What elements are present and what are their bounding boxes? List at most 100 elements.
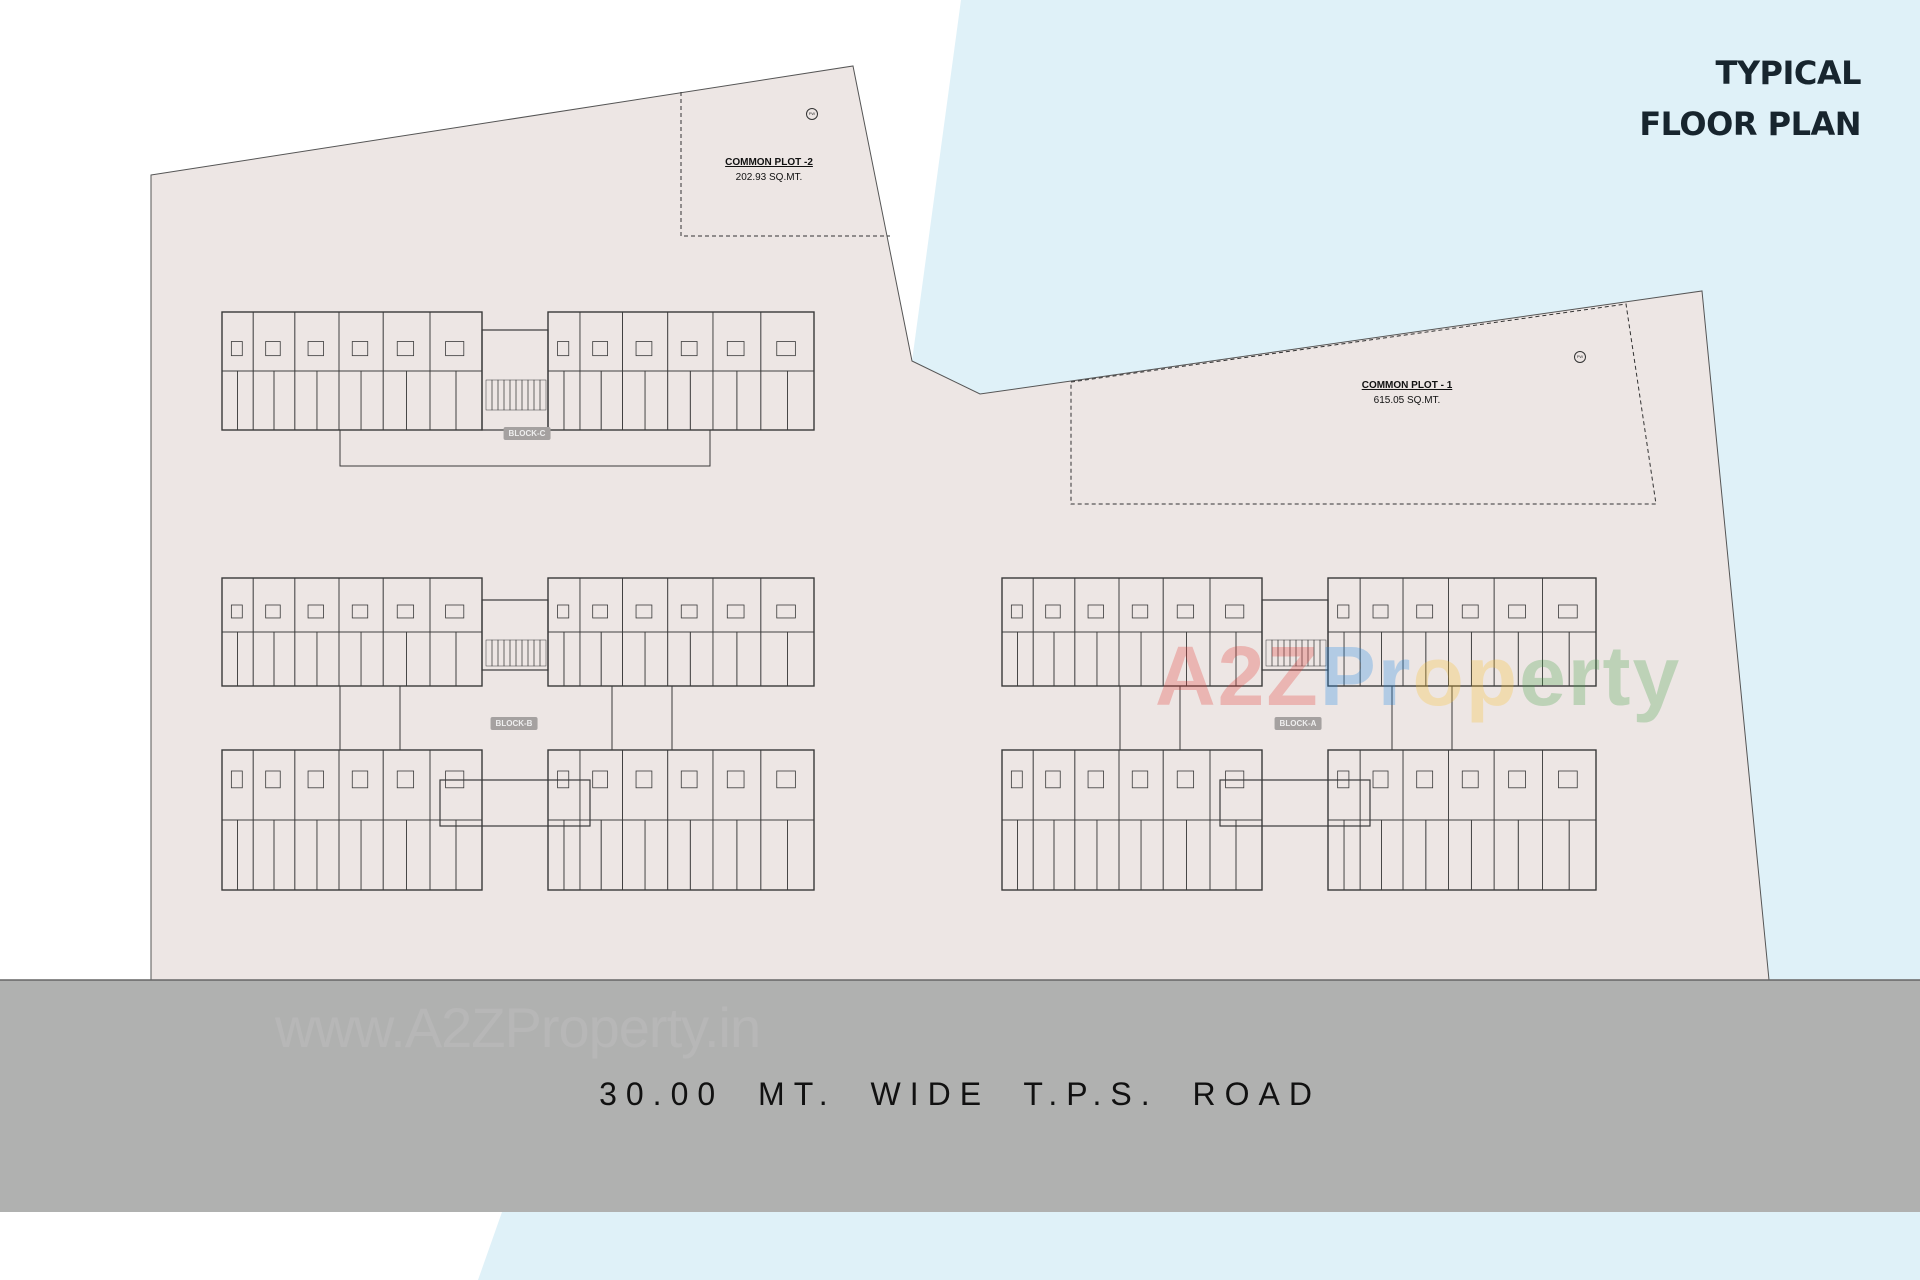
furniture <box>1131 770 1149 789</box>
furniture <box>230 770 243 789</box>
block-c-label: BLOCK-C <box>503 427 551 440</box>
furniture <box>351 770 369 789</box>
logo-letter: t <box>1602 629 1633 723</box>
furniture <box>1508 604 1526 619</box>
stair-tread <box>1319 639 1327 667</box>
title-line-1: TYPICAL <box>1715 54 1862 92</box>
common-plot-2-area: 202.93 SQ.MT. <box>735 172 803 183</box>
furniture <box>351 341 369 357</box>
common-plot-2-boundary <box>680 92 890 237</box>
furniture <box>1225 604 1245 619</box>
staircase-core <box>481 599 549 671</box>
furniture <box>1010 604 1023 619</box>
furniture <box>396 604 415 619</box>
furniture <box>776 341 796 357</box>
furniture <box>1558 770 1578 789</box>
furniture <box>726 770 745 789</box>
furniture <box>726 604 745 619</box>
furniture <box>1087 604 1104 619</box>
furniture <box>1045 770 1061 789</box>
furniture <box>396 341 415 357</box>
furniture <box>1176 770 1195 789</box>
furniture <box>592 341 608 357</box>
furniture <box>680 770 698 789</box>
furniture <box>307 770 324 789</box>
room <box>787 631 815 687</box>
stair-tread <box>539 639 547 667</box>
road-label: 30.00 MT. WIDE T.P.S. ROAD <box>599 1076 1321 1112</box>
sky-right <box>912 0 1920 1212</box>
common-plot-1-area: 615.05 SQ.MT. <box>1373 395 1441 406</box>
logo-letter: 2 <box>1217 629 1267 723</box>
corridor <box>1391 685 1453 751</box>
corridor <box>611 685 673 751</box>
logo-letter: A <box>1155 629 1218 723</box>
furniture <box>1087 770 1104 789</box>
furniture <box>635 770 653 789</box>
furniture <box>445 341 465 357</box>
furniture <box>1010 770 1023 789</box>
pw-marker-icon: PW <box>1574 351 1586 363</box>
common-plot-1-boundary <box>1070 303 1657 505</box>
road <box>0 980 1920 1212</box>
common-plot-2-label: COMMON PLOT -2 202.93 SQ.MT. <box>725 157 813 183</box>
furniture <box>265 341 281 357</box>
furniture <box>635 604 653 619</box>
logo-letter: p <box>1465 629 1520 723</box>
room <box>455 819 483 891</box>
room <box>787 370 815 431</box>
stair-tread <box>539 379 547 411</box>
block-b-label: BLOCK-B <box>490 717 538 730</box>
furniture <box>680 341 698 357</box>
logo-letter: e <box>1519 629 1568 723</box>
furniture <box>307 341 324 357</box>
furniture <box>1508 770 1526 789</box>
furniture <box>557 604 570 619</box>
lift-core <box>439 779 591 827</box>
logo-letter: P <box>1319 629 1378 723</box>
furniture <box>1045 604 1061 619</box>
furniture <box>307 604 324 619</box>
furniture <box>445 604 465 619</box>
room <box>1568 631 1597 687</box>
lift-core <box>1219 779 1371 827</box>
furniture <box>1461 770 1479 789</box>
room <box>1235 819 1263 891</box>
furniture <box>1337 604 1350 619</box>
staircase-core <box>1261 599 1329 671</box>
common-plot-2-name: COMMON PLOT -2 <box>725 157 813 168</box>
furniture <box>265 770 281 789</box>
page-title: TYPICAL FLOOR PLAN <box>1639 48 1861 150</box>
room <box>1568 819 1597 891</box>
common-plot-1-label: COMMON PLOT - 1 615.05 SQ.MT. <box>1362 380 1453 406</box>
block-a-label: BLOCK-A <box>1274 717 1322 730</box>
furniture <box>1372 770 1389 789</box>
title-line-2: FLOOR PLAN <box>1639 105 1861 143</box>
furniture <box>557 341 570 357</box>
furniture <box>351 604 369 619</box>
furniture <box>776 604 796 619</box>
furniture <box>1372 604 1389 619</box>
logo-letter: y <box>1632 629 1682 723</box>
furniture <box>726 341 745 357</box>
furniture <box>396 770 415 789</box>
furniture <box>230 604 243 619</box>
furniture <box>592 604 608 619</box>
logo-letter: r <box>1567 629 1603 723</box>
furniture <box>1416 770 1434 789</box>
furniture <box>635 341 653 357</box>
furniture <box>776 770 796 789</box>
logo-letter: o <box>1412 629 1466 723</box>
room <box>787 819 815 891</box>
pw-marker-icon: PW <box>806 108 818 120</box>
logo-letter: r <box>1377 629 1413 723</box>
furniture <box>1176 604 1195 619</box>
furniture <box>1558 604 1578 619</box>
url-watermark: www.A2ZProperty.in <box>275 996 761 1059</box>
furniture <box>1131 604 1149 619</box>
furniture <box>1416 604 1434 619</box>
furniture <box>230 341 243 357</box>
furniture <box>265 604 281 619</box>
a2zproperty-logo-watermark: A2ZProperty <box>1155 628 1681 725</box>
